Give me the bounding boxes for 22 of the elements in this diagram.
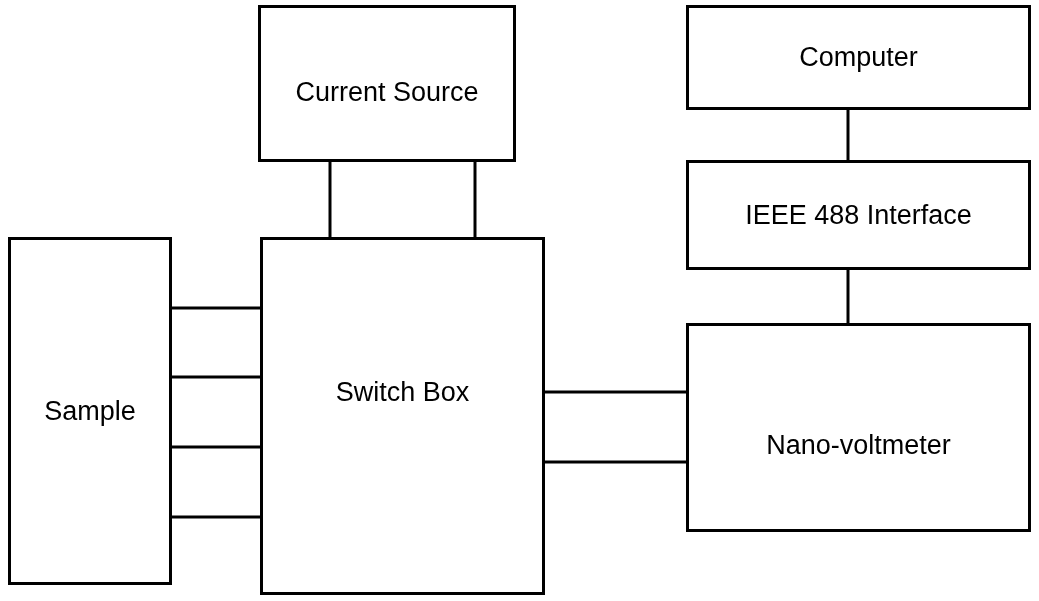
connector-line: [545, 390, 686, 394]
connector-line: [172, 515, 260, 519]
connector-line: [473, 162, 477, 237]
connector-line: [846, 110, 850, 160]
connector-line: [328, 162, 332, 237]
block-box: [258, 5, 516, 162]
block-box: [686, 5, 1031, 110]
connector-line: [172, 375, 260, 379]
connector-line: [172, 306, 260, 310]
connector-line: [172, 445, 260, 449]
block-box: [686, 160, 1031, 270]
block-label: Sample: [44, 394, 136, 428]
block-box: [8, 237, 172, 585]
connector-line: [846, 270, 850, 323]
connector-line: [545, 460, 686, 464]
block-box: [260, 237, 545, 595]
block-label: Switch Box: [335, 375, 470, 409]
block-box: [686, 323, 1031, 532]
block-label: Computer: [799, 41, 918, 75]
block-label: Nano-voltmeter: [766, 428, 951, 462]
block-label: Current Source: [295, 76, 479, 109]
block-label: IEEE 488 Interface: [745, 198, 972, 232]
